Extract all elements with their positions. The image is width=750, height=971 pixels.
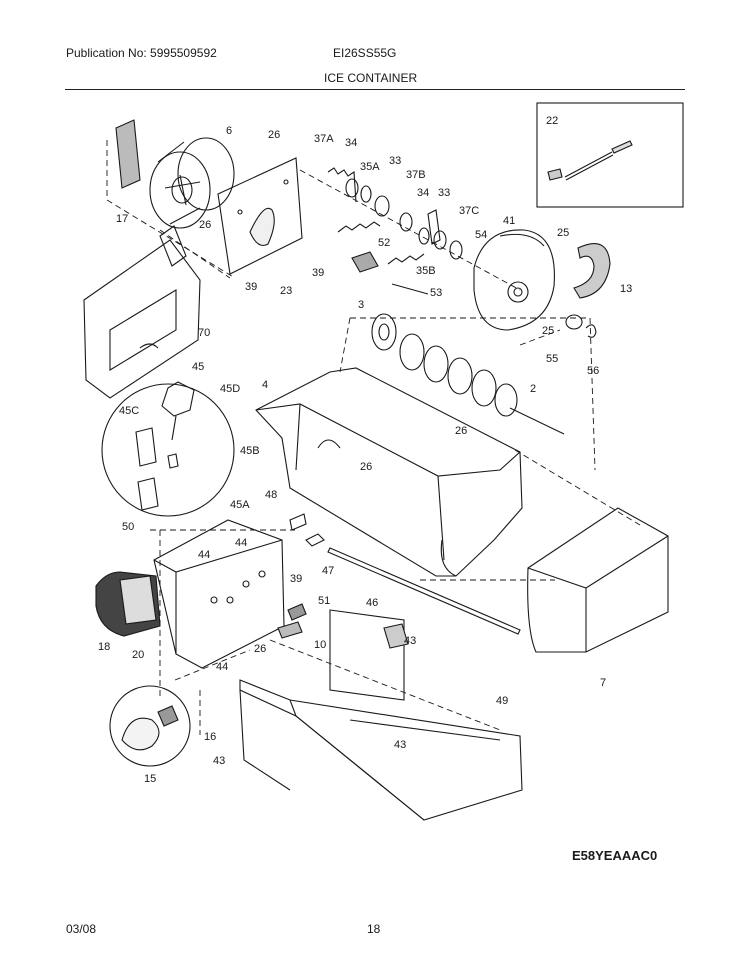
callout-33: 33	[389, 155, 401, 167]
gear-chain-parts	[327, 167, 463, 265]
part-4-ice-bin	[255, 367, 523, 577]
callout-46: 46	[366, 597, 378, 609]
callout-54: 54	[475, 229, 487, 241]
part-13-cam	[573, 243, 611, 299]
part-43-bracket	[329, 609, 409, 701]
callout-70: 70	[198, 327, 210, 339]
callout-13: 13	[620, 283, 632, 295]
diagram-code: E58YEAAAC0	[572, 848, 657, 863]
callout-37b: 37B	[406, 169, 426, 181]
callout-45: 45	[192, 361, 204, 373]
callout-26: 26	[268, 129, 280, 141]
callout-18: 18	[98, 641, 110, 653]
alignment-lines	[106, 140, 641, 735]
callout-47: 47	[322, 565, 334, 577]
callout-53: 53	[430, 287, 442, 299]
callout-10: 10	[314, 639, 326, 651]
part-2-spring	[399, 333, 565, 435]
callout-17: 17	[116, 213, 128, 225]
callout-37c: 37C	[459, 205, 479, 217]
callout-44c: 44	[216, 661, 228, 673]
part-49-tray	[239, 679, 523, 821]
part-46-rod	[327, 547, 521, 635]
callout-3: 3	[358, 299, 364, 311]
callout-55: 55	[546, 353, 558, 365]
callout-26d: 26	[360, 461, 372, 473]
callout-45b: 45B	[240, 445, 260, 457]
callout-43b: 43	[213, 755, 225, 767]
callout-39c: 39	[290, 573, 302, 585]
callout-26e: 26	[254, 643, 266, 655]
callout-39b: 39	[245, 281, 257, 293]
callout-34: 34	[345, 137, 357, 149]
callout-45a: 45A	[230, 499, 250, 511]
callout-labels: 6 26 37A 34 35A 33 37B 34 33 37C 41 25 2…	[98, 115, 632, 785]
parts-51-10	[277, 603, 307, 639]
callout-39: 39	[312, 267, 324, 279]
callout-26b: 26	[199, 219, 211, 231]
callout-26c: 26	[455, 425, 467, 437]
callout-45c: 45C	[119, 405, 139, 417]
callout-44: 44	[235, 537, 247, 549]
callout-56: 56	[587, 365, 599, 377]
callout-33b: 33	[438, 187, 450, 199]
parts-55-56-rings	[565, 314, 597, 338]
footer-page-number: 18	[367, 922, 381, 936]
callout-48: 48	[265, 489, 277, 501]
callout-45d: 45D	[220, 383, 240, 395]
callout-34b: 34	[417, 187, 429, 199]
model-number: EI26SS55G	[333, 46, 397, 60]
callout-16: 16	[204, 731, 216, 743]
footer-date: 03/08	[66, 922, 97, 936]
callout-15: 15	[144, 773, 156, 785]
callout-25b: 25	[542, 325, 554, 337]
part-52-53	[351, 251, 429, 295]
part-3-hub	[371, 313, 397, 351]
part-17-strip	[115, 119, 141, 189]
part-23-plate	[217, 157, 303, 275]
callout-43c: 43	[394, 739, 406, 751]
callout-6: 6	[226, 125, 232, 137]
callout-35b: 35B	[416, 265, 436, 277]
callout-35a: 35A	[360, 161, 380, 173]
callout-51: 51	[318, 595, 330, 607]
part-22-inset	[536, 102, 684, 208]
part-45-detail-circle	[101, 381, 235, 517]
callout-22: 22	[546, 115, 558, 127]
callout-41: 41	[503, 215, 515, 227]
callout-20: 20	[132, 649, 144, 661]
part-18-motor	[95, 571, 161, 637]
callout-44b: 44	[198, 549, 210, 561]
callout-23: 23	[280, 285, 292, 297]
part-41-housing	[473, 229, 555, 331]
callout-37a: 37A	[314, 133, 334, 145]
callout-50: 50	[122, 521, 134, 533]
part-7-cover	[527, 507, 669, 653]
publication-number: Publication No: 5995509592	[66, 46, 217, 60]
part-70-bracket	[83, 225, 201, 399]
callout-49: 49	[496, 695, 508, 707]
callout-7: 7	[600, 677, 606, 689]
callout-52: 52	[378, 237, 390, 249]
section-title: ICE CONTAINER	[324, 71, 418, 85]
callout-25: 25	[557, 227, 569, 239]
callout-2: 2	[530, 383, 536, 395]
callout-43: 43	[404, 635, 416, 647]
callout-4: 4	[262, 379, 268, 391]
part-6-drum	[149, 137, 235, 229]
lamp-detail-circle	[109, 685, 191, 767]
header-rule	[65, 89, 685, 90]
parts-48-47	[289, 513, 325, 547]
